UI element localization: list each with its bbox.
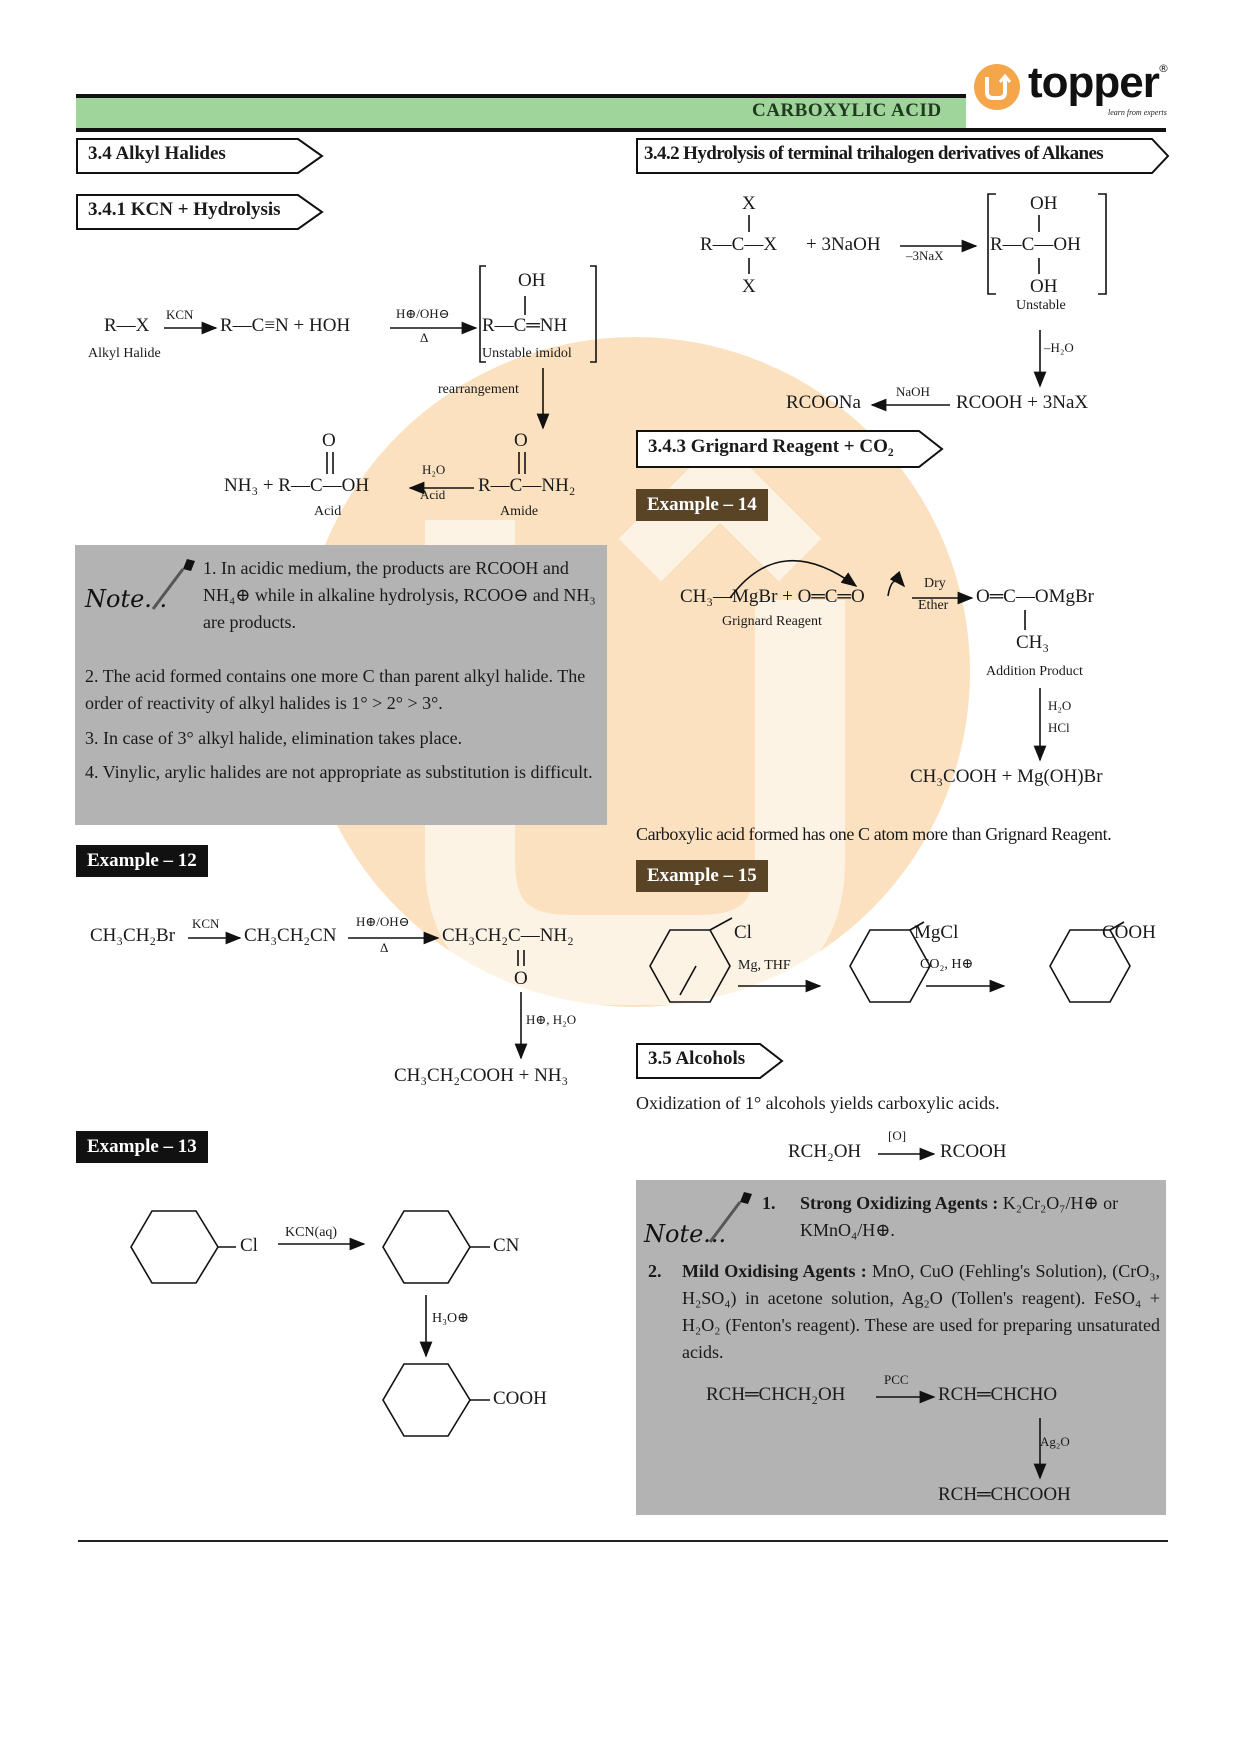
- chapter-title: CARBOXYLIC ACID: [752, 100, 942, 121]
- note2-item-2: Mild Oxidising Agents : MnO, CuO (Fehlin…: [682, 1258, 1160, 1366]
- note-box-right: Note... 1. Strong Oxidizing Agents : K₂C…: [636, 1180, 1166, 1515]
- note2-rxn-ag2o: Ag₂O: [1040, 1434, 1070, 1449]
- imidol-oh: OH: [518, 270, 546, 291]
- ex14-hcl: HCl: [1048, 720, 1070, 735]
- section-heading-3-4-1: 3.4.1 KCN + Hydrolysis: [76, 194, 326, 230]
- note2-item-2-title: Mild Oxidising Agents :: [682, 1261, 867, 1281]
- triol-unstable-label: Unstable: [1016, 298, 1066, 313]
- example-12-label: Example – 12: [76, 845, 208, 877]
- alkyl-halide-formula: R—X: [104, 315, 150, 336]
- kcn-reagent: KCN: [166, 307, 194, 322]
- header-band: [76, 94, 966, 130]
- ex13-reagent-kcn: KCN(aq): [285, 1225, 338, 1240]
- note2-rxn-reactant: RCH═CHCH₂OH: [706, 1384, 846, 1405]
- ex13-chloro-substituent: Cl: [240, 1235, 258, 1256]
- trihalo-product: RCOOH + 3NaX: [956, 392, 1089, 413]
- oxidant-label: [O]: [888, 1128, 907, 1143]
- adduct-methyl: CH₃: [1016, 632, 1050, 653]
- trihalo-formula: R—C—X: [700, 234, 778, 255]
- registered-mark: ®: [1158, 62, 1169, 75]
- trihalo-x-top: X: [742, 193, 756, 214]
- section-heading-3-4: 3.4 Alkyl Halides: [76, 138, 326, 174]
- note2-item-1-text: K₂Cr₂O₇/H⊕ or KMnO₄/H⊕.: [800, 1193, 1119, 1240]
- note2-rxn-product: RCH═CHCHO: [938, 1384, 1058, 1405]
- note2-item-1-title: Strong Oxidizing Agents :: [800, 1193, 999, 1213]
- trihalo-byproduct: –3NaX: [906, 248, 944, 263]
- note2-item-1: Strong Oxidizing Agents : K₂Cr₂O₇/H⊕ or …: [800, 1190, 1160, 1244]
- pen-nib-icon: [708, 1192, 752, 1243]
- dehydration-label: –H₂O: [1044, 340, 1074, 355]
- note2-num-2: 2.: [648, 1261, 662, 1281]
- brand-name: topper: [1028, 58, 1160, 107]
- section-heading-3-5: 3.5 Alcohols: [636, 1043, 786, 1079]
- brand-tagline: learn from experts: [1108, 108, 1167, 117]
- ex12-product: CH₃CH₂COOH + NH₃: [394, 1065, 569, 1086]
- imidol-formula: R—C═NH: [482, 315, 568, 336]
- triol-oh-bottom: OH: [1030, 276, 1058, 297]
- ex13-reagent-hydronium: H₃O⊕: [432, 1311, 469, 1326]
- ex12-reagent-kcn: KCN: [192, 916, 220, 931]
- brand-logo-icon: [974, 64, 1020, 110]
- triol-formula: R—C—OH: [990, 234, 1081, 255]
- trihalo-x-bottom: X: [742, 276, 756, 297]
- example-13-label: Example – 13: [76, 1131, 208, 1163]
- alkyl-halide-label: Alkyl Halide: [88, 346, 161, 361]
- footer-rule: [78, 1540, 1168, 1542]
- header-rule: [76, 128, 1166, 132]
- adduct-label: Addition Product: [986, 664, 1083, 679]
- alcohol-text: Oxidization of 1° alcohols yields carbox…: [636, 1093, 1000, 1113]
- triol-oh-top: OH: [1030, 193, 1058, 214]
- ex14-water: H₂O: [1048, 698, 1072, 713]
- trihalo-reagent: + 3NaOH: [806, 234, 881, 255]
- nitrile-formula: R—C≡N + HOH: [220, 315, 351, 336]
- note2-rxn-pcc: PCC: [884, 1372, 909, 1387]
- note-logo: Note...: [644, 1220, 727, 1248]
- section-heading-3-4-2: 3.4.2 Hydrolysis of terminal trihalogen …: [636, 138, 1172, 174]
- adduct-formula: O═C—OMgBr: [976, 586, 1094, 607]
- ex12-start: CH₃CH₂Br: [90, 925, 176, 946]
- note2-item-2-text: MnO, CuO (Fehling's Solution), (CrO₃, H₂…: [682, 1261, 1161, 1362]
- ex12-reagent-hydrolysis: H⊕, H₂O: [526, 1012, 577, 1027]
- ex13-cyano-substituent: CN: [493, 1235, 520, 1256]
- note2-rxn-final: RCH═CHCOOH: [938, 1484, 1071, 1505]
- note2-num-1: 1.: [762, 1193, 776, 1213]
- alcohol-reactant: RCH₂OH: [788, 1141, 862, 1162]
- alcohol-product: RCOOH: [940, 1141, 1007, 1162]
- ex13-carboxyl-substituent: COOH: [493, 1388, 547, 1409]
- acid-base-reagent: H⊕/OH⊖: [396, 306, 450, 321]
- pen-nib-icon: [151, 559, 195, 610]
